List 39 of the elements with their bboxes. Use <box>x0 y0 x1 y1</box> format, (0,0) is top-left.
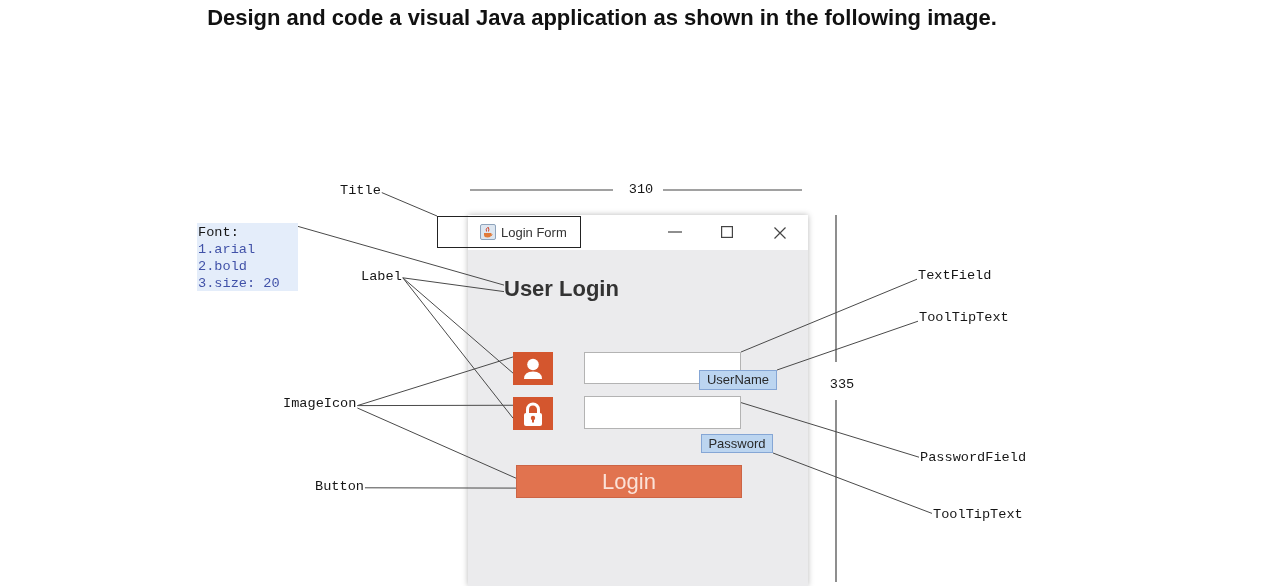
note-box <box>197 223 298 291</box>
annotation-label: Label <box>360 269 403 285</box>
leader-line <box>356 404 514 407</box>
leader-line <box>776 320 919 371</box>
form-heading: User Login <box>504 276 619 302</box>
dimension-label: 335 <box>829 377 855 393</box>
leader-line <box>356 356 514 407</box>
note-line: 3.size: 20 <box>198 275 281 292</box>
leader-line <box>402 277 505 293</box>
annotation-label: ImageIcon <box>282 396 358 412</box>
tooltip: UserName <box>699 370 777 390</box>
leader-line <box>402 277 514 419</box>
leader-line <box>356 407 517 479</box>
leader-line <box>772 452 933 514</box>
window-frame <box>468 215 808 586</box>
leader-line <box>740 402 920 458</box>
note-line: 2.bold <box>198 258 248 275</box>
title-highlight-box <box>437 216 581 248</box>
lock-icon <box>513 397 553 430</box>
user-icon <box>513 352 553 385</box>
annotation-label: ToolTipText <box>918 310 1010 326</box>
annotation-label: Title <box>339 183 382 199</box>
annotation-label: ToolTipText <box>932 507 1024 523</box>
password-field <box>584 396 741 429</box>
note-line: Font: <box>198 224 240 241</box>
leader-line <box>297 225 505 286</box>
note-line: 1.arial <box>198 241 257 258</box>
tooltip: Password <box>701 434 773 453</box>
window-title: Login Form <box>501 224 567 240</box>
dimension-label: 310 <box>628 182 654 198</box>
page-heading: Design and code a visual Java application as shown in the following image. <box>207 4 997 32</box>
leader-line <box>740 278 918 353</box>
leader-line <box>381 192 438 217</box>
annotation-label: PasswordField <box>919 450 1028 466</box>
login-button: Login <box>516 465 742 498</box>
annotation-label: TextField <box>917 268 993 284</box>
annotation-label: Button <box>314 479 365 495</box>
leader-line <box>364 487 517 489</box>
leader-line <box>402 277 514 374</box>
